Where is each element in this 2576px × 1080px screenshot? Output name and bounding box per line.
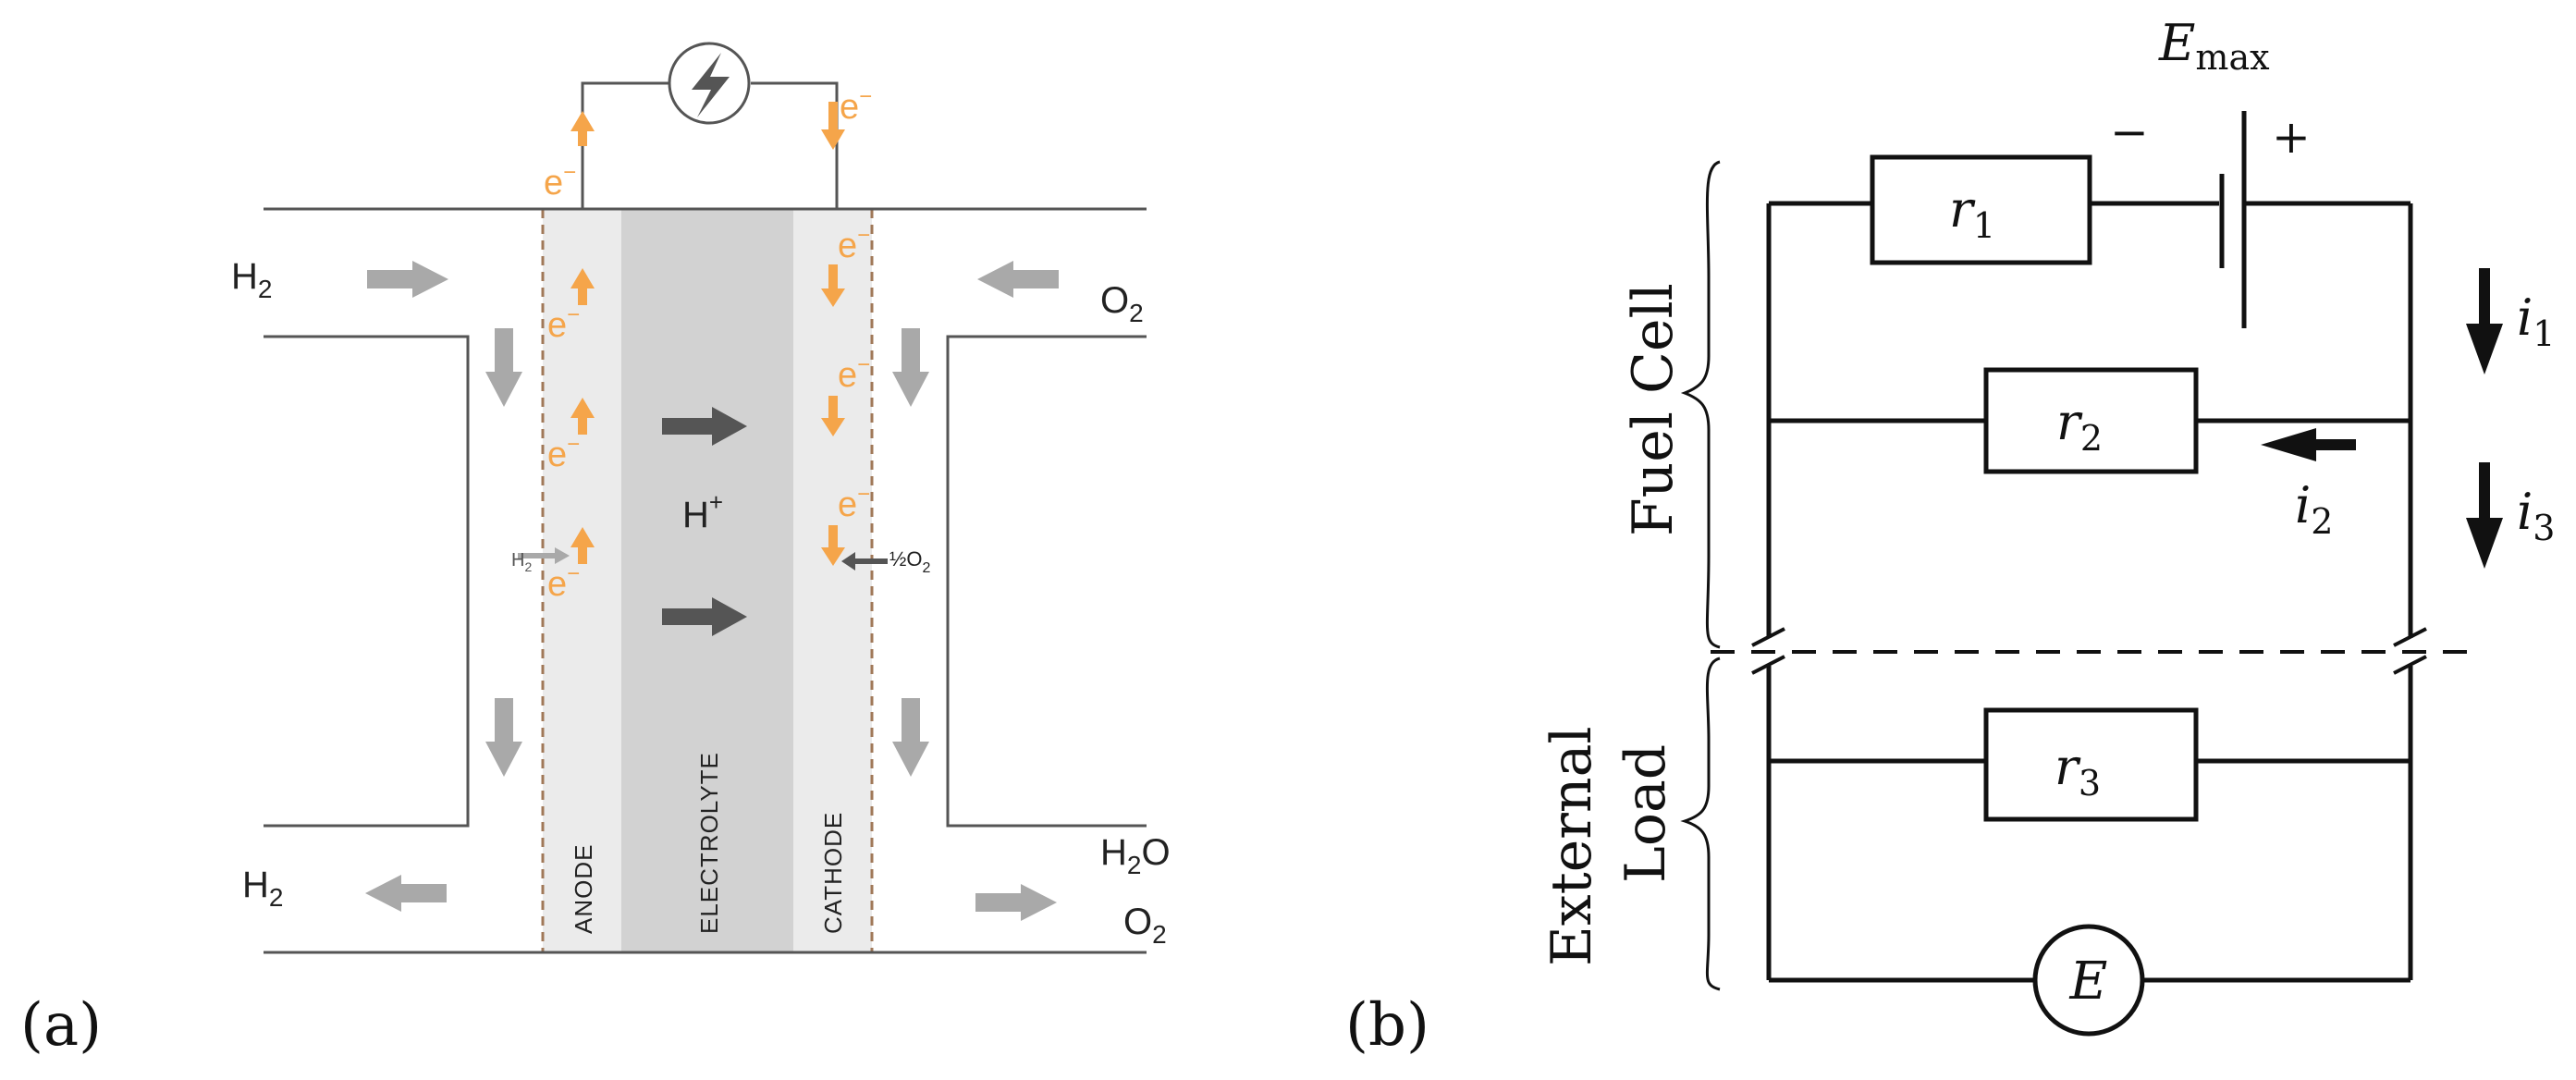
circuit-wires	[1766, 201, 2413, 983]
svg-text:e−: e−	[838, 352, 870, 395]
battery-minus: −	[2110, 105, 2149, 159]
svg-text:e−: e−	[838, 482, 870, 524]
cathode-label: CATHODE	[819, 812, 847, 934]
current-i1-label: i1	[2517, 288, 2555, 354]
outlet-left-label: H2	[242, 865, 283, 912]
load-voltage-meter	[2032, 924, 2145, 1037]
electron-arrows	[570, 102, 845, 566]
emf-label: Emax	[2158, 14, 2270, 78]
inlet-right-label: O2	[1100, 280, 1144, 327]
external-load-label-2: Load	[1613, 744, 1678, 883]
svg-text:e−: e−	[838, 223, 870, 265]
anode-reactant-label: H2	[511, 550, 532, 574]
current-i3-label: i3	[2517, 483, 2555, 548]
fuel-cell-brace	[1680, 160, 1721, 649]
svg-text:e−: e−	[547, 432, 580, 474]
resistor-r3	[1983, 707, 2199, 822]
external-load-label-1: External	[1539, 726, 1604, 966]
anode-label: ANODE	[570, 844, 597, 934]
fuel-cell-label: Fuel Cell	[1621, 283, 1686, 536]
resistor-r2-label: r2	[2056, 393, 2103, 459]
resistor-r2	[1983, 367, 2199, 474]
gas-flow-arrows	[365, 261, 1059, 921]
electrolyte-label: ELECTROLYTE	[695, 752, 723, 934]
wire-break-marks	[1751, 627, 2427, 675]
lightning-bolt-icon	[692, 53, 730, 117]
channel-walls	[264, 207, 1147, 954]
cathode-reactant-arrow	[841, 552, 888, 571]
anode-layer	[543, 209, 621, 952]
current-arrows	[2261, 268, 2503, 569]
panel-a-label: (a)	[20, 991, 102, 1060]
outlet-right-label-1: H2O	[1100, 832, 1171, 879]
panel-a: e− e− e− e− e− e− e− e− H+ H2 ½O2 H2 H2 …	[20, 42, 1171, 1060]
outlet-right-label-2: O2	[1123, 902, 1167, 949]
resistor-r1	[1870, 154, 2092, 265]
cathode-reactant-label: ½O2	[889, 547, 930, 576]
proton-label: H+	[682, 488, 723, 535]
electrolyte-layer	[621, 209, 793, 952]
load-voltage-label: E	[2069, 951, 2108, 1012]
external-load-brace	[1680, 657, 1721, 991]
svg-text:e−: e−	[547, 561, 580, 604]
proton-arrows	[662, 407, 747, 636]
panel-b-label: (b)	[1345, 991, 1429, 1060]
current-i2-label: i2	[2295, 476, 2333, 542]
resistor-r1-label: r1	[1949, 180, 1995, 246]
layer-labels: ANODE ELECTROLYTE CATHODE	[570, 752, 847, 934]
external-circuit	[581, 42, 839, 209]
inlet-left-label: H2	[231, 256, 272, 303]
electron-labels: e− e− e− e− e− e− e− e−	[544, 84, 872, 604]
gas-labels: H2 H2 O2 H2O O2	[231, 256, 1171, 949]
resistor-r3-label: r3	[2055, 738, 2101, 804]
svg-text:e−: e−	[547, 302, 580, 345]
cathode-layer	[793, 209, 872, 952]
svg-text:e−: e−	[544, 160, 576, 202]
battery-symbol	[2219, 111, 2247, 328]
battery-plus: +	[2272, 110, 2311, 164]
svg-text:e−: e−	[840, 84, 872, 127]
panel-b: Emax − + r1 r2 r3 E i1 i2 i3 Fuel Cell E…	[1345, 14, 2555, 1060]
